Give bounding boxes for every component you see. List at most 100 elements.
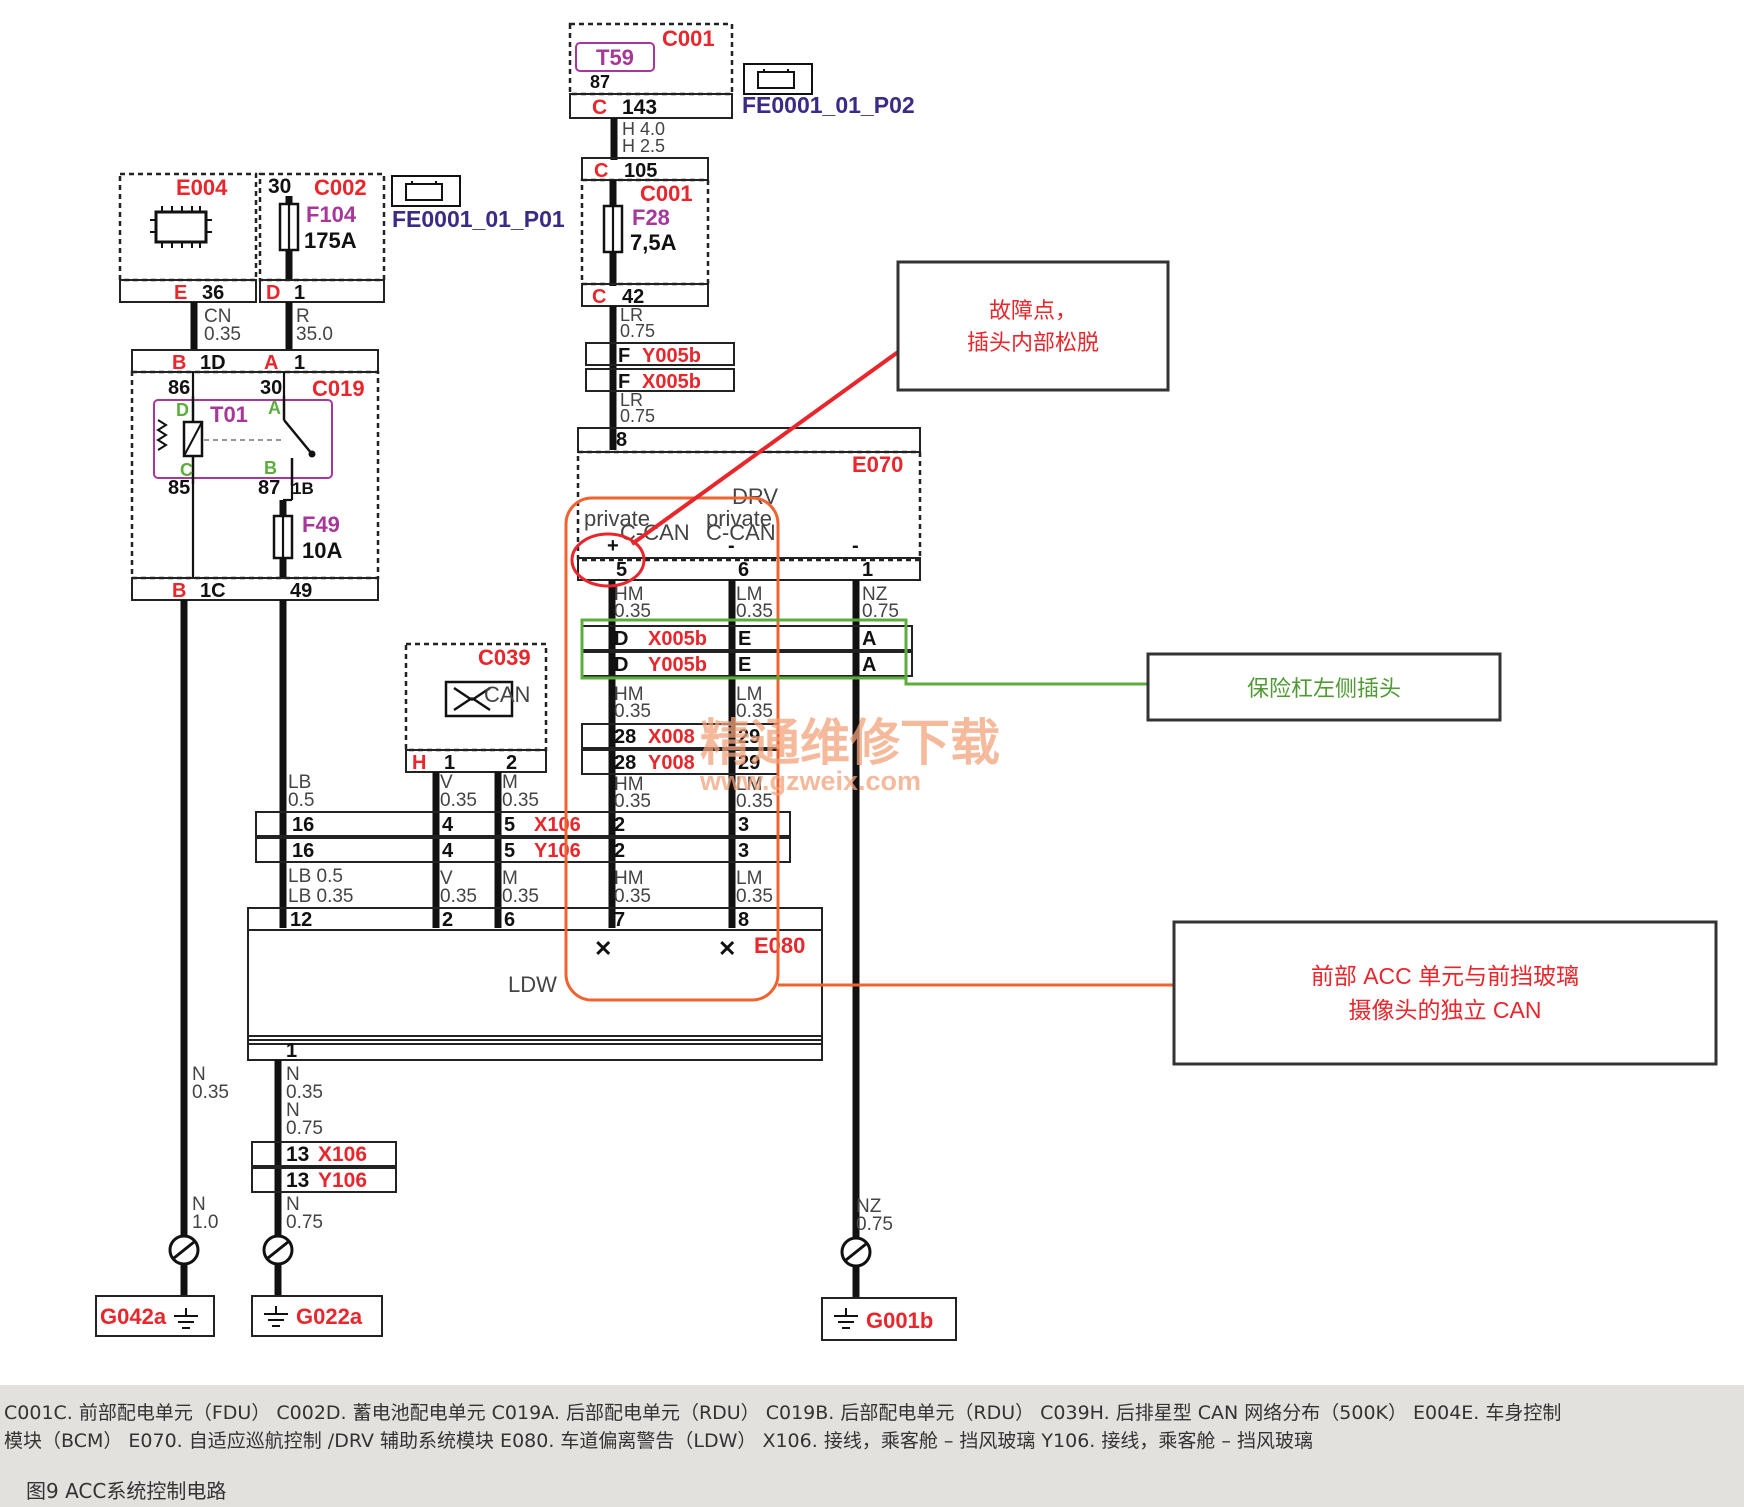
wire-va: V	[440, 772, 453, 793]
x106b-name: X106	[318, 1143, 367, 1166]
wire-cnb: 0.35	[204, 324, 241, 345]
d1-num: 1	[294, 282, 305, 304]
e070-ccan-2: C-CAN	[706, 520, 776, 545]
bumper-callout: 保险杠左侧插头	[1146, 652, 1502, 722]
connector-x106	[255, 811, 791, 837]
wire-lr2a: LR	[620, 390, 643, 410]
pin-7-x-marker: ✕	[594, 936, 612, 961]
fe-p02-label: FE0001_01_P02	[742, 92, 915, 118]
e080-p7: 7	[614, 909, 625, 931]
wire-vb: 0.35	[440, 790, 477, 811]
c002-pin30: 30	[268, 175, 291, 198]
acc-circuit-diagram: C001 T59 87 C 143 FE0001_01_P02 H 4.0 H …	[95, 22, 1718, 1341]
module-e004: E004	[118, 172, 258, 282]
ground-symbol-icon	[174, 1308, 198, 1329]
legend-panel: C001C. 前部配电单元（FDU） C002D. 蓄电池配电单元 C019A.…	[0, 1385, 1744, 1507]
e070-private-1: private	[584, 506, 650, 531]
connector-e080-top	[247, 907, 823, 931]
c019-p86: 86	[168, 377, 190, 399]
c105-letter: C	[594, 160, 608, 182]
e36-num: 36	[202, 282, 224, 304]
e080-p2: 2	[442, 909, 453, 931]
e36-letter: E	[174, 282, 187, 304]
t59-label: T59	[596, 45, 634, 70]
pin-6: 6	[738, 559, 749, 581]
dy-e: E	[738, 654, 751, 676]
h1-letter: H	[412, 752, 426, 774]
c019-p30: 30	[260, 377, 282, 399]
wire-n2b: 0.35	[286, 1082, 323, 1103]
ldw-label: LDW	[508, 972, 557, 997]
wire-lm2b: 0.35	[736, 701, 773, 722]
wire-rb: 35.0	[296, 324, 333, 345]
connector-c143	[569, 93, 733, 119]
e070-minus-2: -	[852, 535, 859, 557]
dx-name: X005b	[648, 628, 707, 650]
c019-p85: 85	[168, 477, 190, 499]
ground-g042a-box	[95, 1295, 215, 1337]
e070-plus: +	[607, 535, 619, 557]
module-c001-mid: C001 F28 7,5A	[580, 178, 710, 286]
wire-nz2b: 0.75	[856, 1214, 893, 1235]
wire-lr2b: 0.75	[620, 406, 655, 426]
b1c-letter: B	[172, 580, 186, 602]
c143-letter: C	[592, 96, 607, 119]
wire-lb05: LB 0.5	[288, 866, 343, 887]
pin-8-x-marker: ✕	[718, 936, 736, 961]
wire-v2b: 0.35	[440, 886, 477, 907]
f28-rating: 7,5A	[630, 230, 677, 255]
ground-g001b-box	[821, 1297, 957, 1341]
wire-lm1a: LM	[736, 584, 762, 605]
c019-pin-b: B	[264, 458, 277, 478]
connector-f-y005b	[585, 342, 735, 366]
y106b-name: Y106	[318, 1169, 367, 1192]
wire-nz2a: NZ	[856, 1196, 882, 1217]
wire-n3a: N	[286, 1100, 300, 1121]
battery-icon-p01	[391, 175, 461, 207]
wire-nz1a: NZ	[862, 584, 888, 605]
y008-right: 29	[738, 752, 760, 774]
c42-num: 42	[622, 286, 644, 308]
a1-num: 1	[294, 352, 305, 374]
fx-name: X005b	[642, 371, 701, 393]
e080-p12: 12	[290, 909, 312, 931]
wire-label-h40: H 4.0	[622, 119, 665, 139]
c019-p87: 87	[258, 477, 280, 499]
x106b-num: 13	[286, 1143, 309, 1166]
wire-hm3a: HM	[614, 774, 644, 795]
acc-text-2: 摄像头的独立 CAN	[1349, 997, 1542, 1023]
legend-line-2: 模块（BCM） E070. 自适应巡航控制 /DRV 辅助系统模块 E080. …	[4, 1430, 1313, 1452]
e004-label: E004	[176, 175, 228, 200]
ground-symbol-icon	[834, 1308, 858, 1329]
fx-letter: F	[618, 371, 630, 393]
wire-lba: LB	[288, 772, 311, 793]
wire-m2a: M	[502, 868, 518, 889]
wire-lr1a: LR	[620, 305, 643, 325]
y106b-num: 13	[286, 1169, 309, 1192]
module-e070: E070 DRV private C-CAN private C-CAN + -…	[576, 450, 922, 562]
wire-lbb: 0.5	[288, 790, 314, 811]
b1c-num: 1C	[200, 580, 226, 602]
fault-text-1: 故障点，	[989, 298, 1077, 323]
y106-p2: 2	[614, 840, 625, 862]
wire-m2b: 0.35	[502, 886, 539, 907]
relay-t01-label: T01	[210, 402, 248, 427]
y008-name: Y008	[648, 752, 695, 774]
ecu-chip-icon	[150, 206, 212, 248]
e080-p6: 6	[504, 909, 515, 931]
connector-h1	[405, 749, 547, 773]
f49-label: F49	[302, 512, 340, 537]
fault-text-2: 插头内部松脱	[967, 330, 1099, 355]
c019-pin-c: C	[180, 460, 193, 480]
relay-coil-icon	[156, 396, 204, 484]
x106-name: X106	[534, 814, 581, 836]
watermark-cn: 精通维修下载	[700, 715, 1000, 771]
f104-rating: 175A	[304, 228, 357, 253]
bumper-connector-highlight	[580, 618, 908, 680]
connector-13-y106	[251, 1167, 397, 1193]
e080-p8: 8	[738, 909, 749, 931]
fault-leader-line	[630, 350, 900, 546]
acc-text-1: 前部 ACC 单元与前挡玻璃	[1311, 963, 1579, 989]
wire-mb: 0.35	[502, 790, 539, 811]
dx-e: E	[738, 628, 751, 650]
